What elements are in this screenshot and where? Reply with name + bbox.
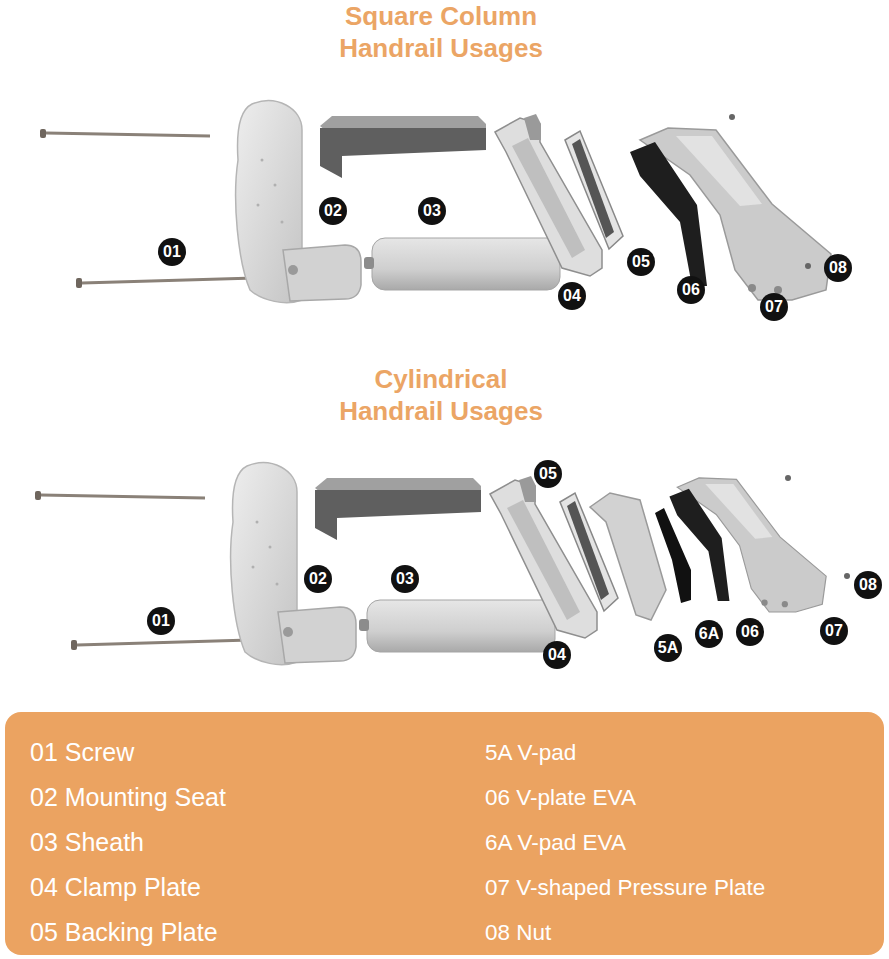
part-name: 08 Nut bbox=[485, 910, 884, 955]
callout-number: 07 bbox=[820, 617, 848, 645]
callout-number: 05 bbox=[627, 248, 655, 276]
callout-number: 5A bbox=[654, 634, 682, 662]
callout-number: 01 bbox=[147, 607, 175, 635]
callout-number: 04 bbox=[543, 641, 571, 669]
sheath-nub bbox=[364, 257, 374, 269]
clamp-plate-tab bbox=[524, 114, 541, 140]
part-name: 07 V-shaped Pressure Plate bbox=[485, 865, 884, 910]
part-name: 03 Sheath bbox=[30, 820, 485, 865]
left-parts bbox=[40, 101, 623, 303]
callout-number: 08 bbox=[854, 571, 882, 599]
left-parts-copy bbox=[35, 463, 618, 665]
part-name: 6A V-pad EVA bbox=[485, 820, 884, 865]
part-name: 02 Mounting Seat bbox=[30, 775, 485, 820]
callout-number: 06 bbox=[677, 276, 705, 304]
callout-number: 07 bbox=[760, 293, 788, 321]
sheath-cylinder bbox=[372, 238, 560, 290]
v-shaped-pressure-plate bbox=[640, 128, 831, 300]
backing-plate-strip bbox=[572, 139, 614, 238]
callout-number: 08 bbox=[824, 254, 852, 282]
v-pad bbox=[590, 493, 666, 620]
parts-list-panel: 01 Screw02 Mounting Seat03 Sheath04 Clam… bbox=[5, 712, 884, 955]
part-name: 06 V-plate EVA bbox=[485, 775, 884, 820]
screw-shaft bbox=[82, 278, 255, 283]
right-parts bbox=[630, 128, 831, 300]
callout-number: 03 bbox=[418, 197, 446, 225]
texture-dot bbox=[261, 159, 264, 162]
screw-shaft bbox=[46, 133, 210, 136]
callout-number: 05 bbox=[534, 460, 562, 488]
callout-number: 06 bbox=[736, 618, 764, 646]
section-heading: Cylindrical Handrail Usages bbox=[321, 363, 561, 427]
mounting-seat-boss bbox=[283, 245, 361, 301]
nut bbox=[805, 263, 811, 269]
callout-number: 04 bbox=[558, 282, 586, 310]
part-name: 5A V-pad bbox=[485, 730, 884, 775]
screw-head bbox=[76, 278, 82, 288]
mounting-seat bbox=[236, 101, 302, 303]
clamp-plate bbox=[495, 118, 602, 276]
right-parts-copy bbox=[669, 478, 826, 612]
texture-dot bbox=[257, 204, 260, 207]
texture-dot bbox=[281, 221, 284, 224]
nut bbox=[729, 114, 735, 120]
v-pad-eva bbox=[655, 508, 691, 603]
screw-head bbox=[40, 129, 46, 138]
bolt-hole bbox=[748, 284, 756, 292]
callout-number: 03 bbox=[391, 565, 419, 593]
part-name: 04 Clamp Plate bbox=[30, 865, 485, 910]
screw-hole bbox=[288, 265, 298, 275]
sheath-channel bbox=[320, 128, 486, 178]
nut bbox=[785, 475, 791, 481]
backing-plate bbox=[565, 131, 623, 249]
texture-dot bbox=[274, 184, 277, 187]
callout-number: 01 bbox=[158, 238, 186, 266]
part-name: 05 Backing Plate bbox=[30, 910, 485, 955]
callout-number: 6A bbox=[695, 620, 723, 648]
callout-number: 02 bbox=[319, 197, 347, 225]
nut bbox=[844, 573, 850, 579]
callout-number: 02 bbox=[304, 565, 332, 593]
diagram-heading: Square Column Handrail Usages bbox=[321, 0, 561, 64]
part-name: 01 Screw bbox=[30, 730, 485, 775]
